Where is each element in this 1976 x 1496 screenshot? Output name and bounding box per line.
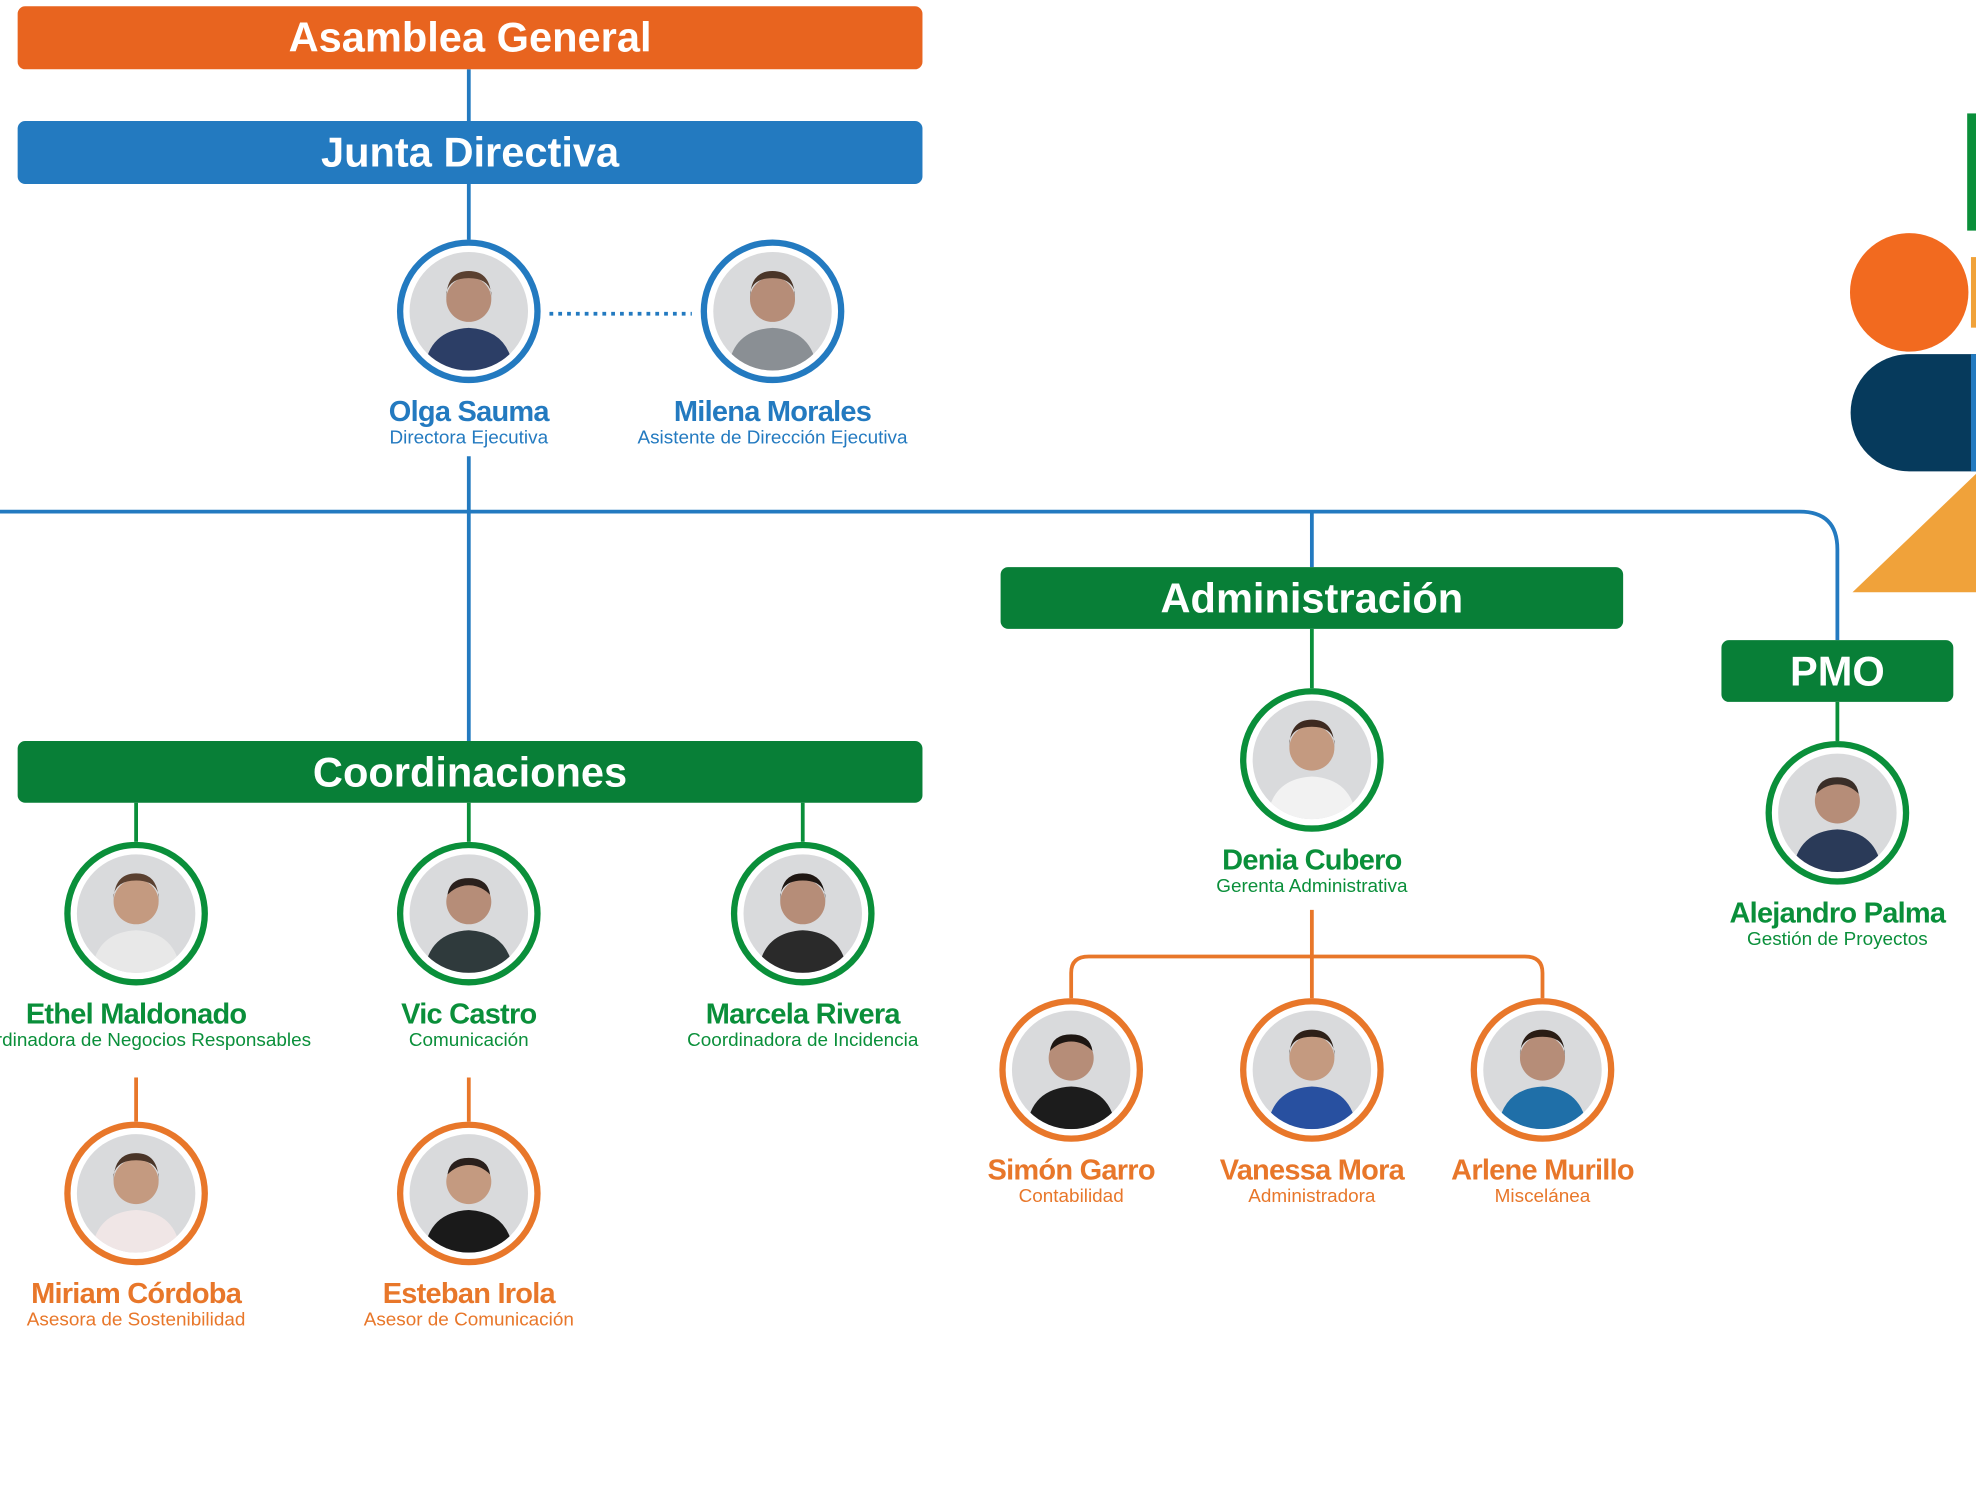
person-role: Gestión de Proyectos [1636,929,1976,952]
avatar [1471,998,1615,1142]
avatar [64,842,208,986]
person-esteban-irola: Esteban Irola Asesor de Comunicación [267,1122,670,1332]
decor-orange-circle [1850,233,1968,351]
person-name: Alejandro Palma [1636,896,1976,929]
person-name: Esteban Irola [267,1277,670,1310]
administracion-bar: Administración [1001,567,1624,629]
decor-blue-sliver [1971,354,1976,471]
person-photo-icon [410,252,528,370]
avatar [397,1122,541,1266]
decor-light-orange-sliver [1971,257,1976,328]
avatar [64,1122,208,1266]
person-role: Gerenta Administrativa [1110,876,1513,899]
pmo-bar: PMO [1721,640,1953,702]
person-photo-icon [410,1134,528,1252]
person-name: Milena Morales [571,394,974,427]
avatar [1766,741,1910,885]
person-photo-icon [1483,1011,1601,1129]
person-role: Miscelánea [1341,1186,1744,1209]
decor-navy-capsule [1851,354,1976,471]
person-role: Asistente de Dirección Ejecutiva [571,427,974,450]
pmo-label: PMO [1790,647,1885,695]
avatar [1240,688,1384,832]
person-name: Arlene Murillo [1341,1153,1744,1186]
coordinaciones-bar: Coordinaciones [18,741,923,803]
decor-orange-triangle [1853,474,1976,592]
asamblea-general-label: Asamblea General [289,14,652,62]
person-arlene-murillo: Arlene Murillo Miscelánea [1341,998,1744,1208]
person-photo-icon [410,854,528,972]
person-milena-morales: Milena Morales Asistente de Dirección Ej… [571,239,974,449]
asamblea-general-bar: Asamblea General [18,6,923,69]
junta-directiva-label: Junta Directiva [321,129,619,177]
person-alejandro-palma: Alejandro Palma Gestión de Proyectos [1636,741,1976,951]
person-photo-icon [77,1134,195,1252]
person-name: Denia Cubero [1110,843,1513,876]
person-photo-icon [713,252,831,370]
avatar [397,239,541,383]
administracion-label: Administración [1161,574,1464,622]
person-role: Asesor de Comunicación [267,1309,670,1332]
avatar [731,842,875,986]
line-admin-staff-branch [1071,956,1542,998]
person-photo-icon [1253,701,1371,819]
person-denia-cubero: Denia Cubero Gerenta Administrativa [1110,688,1513,898]
decorative-shapes [1840,101,1976,605]
avatar [701,239,845,383]
person-photo-icon [744,854,862,972]
avatar [397,842,541,986]
decor-green-bar [1967,113,1976,230]
person-photo-icon [77,854,195,972]
junta-directiva-bar: Junta Directiva [18,121,923,184]
person-photo-icon [1778,754,1896,872]
coordinaciones-label: Coordinaciones [313,748,627,796]
